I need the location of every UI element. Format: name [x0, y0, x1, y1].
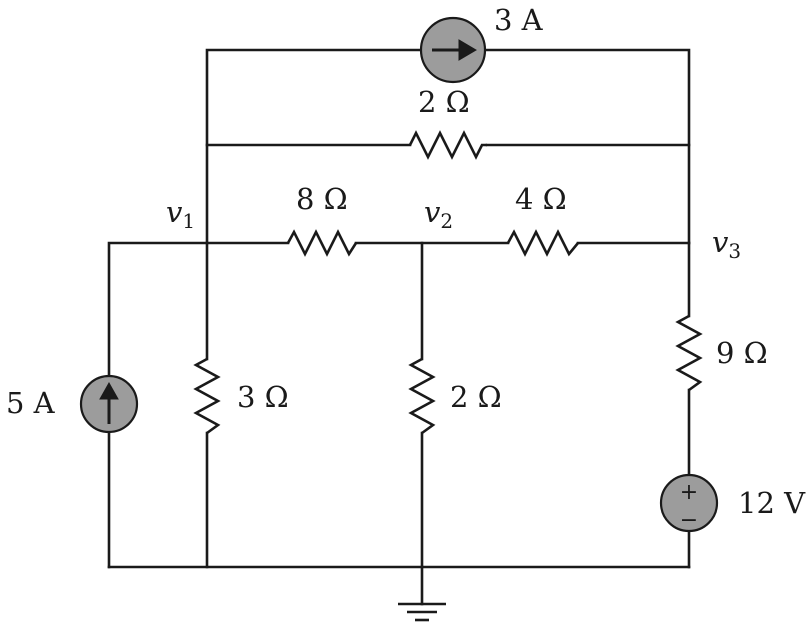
label-bottom-2ohm: 2 Ω	[450, 380, 502, 414]
resistor-top-2ohm	[408, 130, 487, 160]
resistor-4ohm	[506, 229, 580, 257]
label-3A: 3 A	[494, 3, 544, 37]
resistor-8ohm	[286, 229, 358, 257]
wire-top-left	[205, 48, 423, 245]
label-8ohm: 8 Ω	[296, 182, 348, 216]
ground-icon	[398, 602, 446, 622]
label-top-2ohm: 2 Ω	[418, 85, 470, 119]
label-5A: 5 A	[6, 386, 56, 420]
node-label-v2: v2	[424, 195, 453, 233]
wire-5A-top	[107, 241, 290, 378]
label-12V: 12 V	[738, 486, 806, 520]
voltage-minus-sign: −	[680, 508, 698, 533]
label-9ohm: 9 Ω	[716, 336, 768, 370]
wires	[107, 48, 691, 606]
wire-top-right	[483, 48, 691, 245]
label-3ohm: 3 Ω	[237, 380, 289, 414]
node-label-v3: v3	[712, 225, 741, 263]
label-4ohm: 4 Ω	[515, 182, 567, 216]
current-source-3A-icon	[419, 16, 487, 84]
resistor-3ohm	[193, 357, 221, 435]
current-source-5A-icon	[79, 374, 139, 434]
voltage-plus-sign: +	[680, 480, 698, 505]
resistor-bottom-2ohm	[408, 357, 436, 435]
node-label-v1: v1	[166, 195, 195, 233]
resistor-9ohm	[675, 314, 703, 392]
voltage-source-12V-icon: + −	[659, 473, 719, 533]
